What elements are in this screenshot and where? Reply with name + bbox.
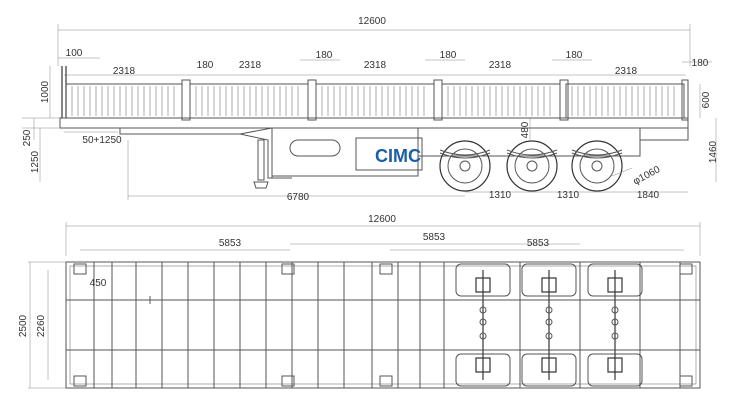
gap-label-4: 180 — [692, 58, 709, 69]
panel-width-1: 2318 — [113, 66, 136, 77]
panel-width-4: 2318 — [489, 60, 512, 71]
wheel-diameter: φ1060 — [632, 164, 663, 187]
twistlock-spacing-3: 5853 — [527, 238, 550, 249]
gap-label-1: 180 — [316, 50, 333, 61]
axle-spacing-1: 1310 — [489, 190, 512, 201]
brand-logo: CIMC — [375, 146, 421, 166]
kingpin-to-axle: 6780 — [287, 192, 310, 203]
gap-label-3: 180 — [566, 50, 583, 61]
twistlock-width: 2260 — [36, 314, 47, 337]
side-board-panels — [65, 79, 689, 121]
axle-assemblies — [455, 263, 643, 387]
twistlock-spacing-1: 5853 — [219, 238, 242, 249]
overall-width: 2500 — [18, 314, 29, 337]
panel-width-3: 2318 — [364, 60, 387, 71]
gap-label-2: 180 — [440, 50, 457, 61]
wheels-side — [439, 140, 623, 192]
cross-members — [93, 262, 681, 388]
kingpin-height: 1250 — [30, 150, 41, 173]
twistlocks — [73, 263, 693, 387]
kingpin-position: 50+1250 — [82, 135, 122, 146]
panel-width-2: 2318 — [239, 60, 262, 71]
suspension-height: 480 — [520, 121, 531, 138]
twistlock-spacing-2: 5853 — [423, 232, 446, 243]
side-view: 12600 100 180 180 180 180 2318 180 2318 … — [22, 16, 719, 203]
deck-thickness: 250 — [22, 129, 33, 146]
panel-width-5: 2318 — [615, 66, 638, 77]
axle-spacing-2: 1310 — [557, 190, 580, 201]
top-view: 12600 5853 5853 5853 — [18, 214, 701, 389]
overall-height: 1460 — [708, 140, 719, 163]
front-overhang-label: 100 — [66, 48, 83, 59]
stake-width-1: 180 — [197, 60, 214, 71]
top-overall-length: 12600 — [368, 214, 396, 225]
side-board-height: 1000 — [40, 80, 51, 103]
rear-board-height: 600 — [701, 91, 712, 108]
side-offset: 450 — [90, 278, 107, 289]
rear-overhang: 1840 — [637, 190, 660, 201]
side-overall-length: 12600 — [358, 16, 386, 27]
